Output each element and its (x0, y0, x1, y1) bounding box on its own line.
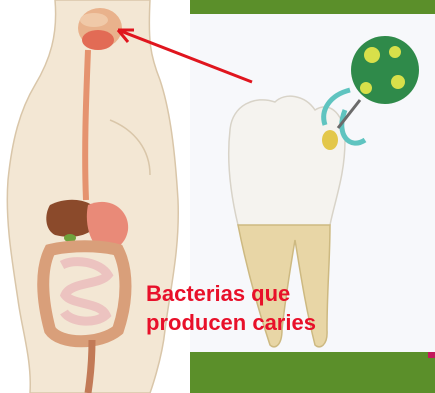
bacterium-spot (391, 75, 405, 89)
bacterium-main (351, 36, 419, 104)
tooth-crown (229, 96, 345, 230)
caption-line-2: producen caries (146, 308, 346, 337)
bacterium-spot (389, 46, 401, 58)
cavity-spot (322, 130, 338, 150)
bacterium-spot (360, 82, 372, 94)
bacterium-spot (364, 47, 380, 63)
caption-line-1: Bacterias que (146, 279, 346, 308)
caption: Bacterias que producen caries (146, 279, 346, 337)
